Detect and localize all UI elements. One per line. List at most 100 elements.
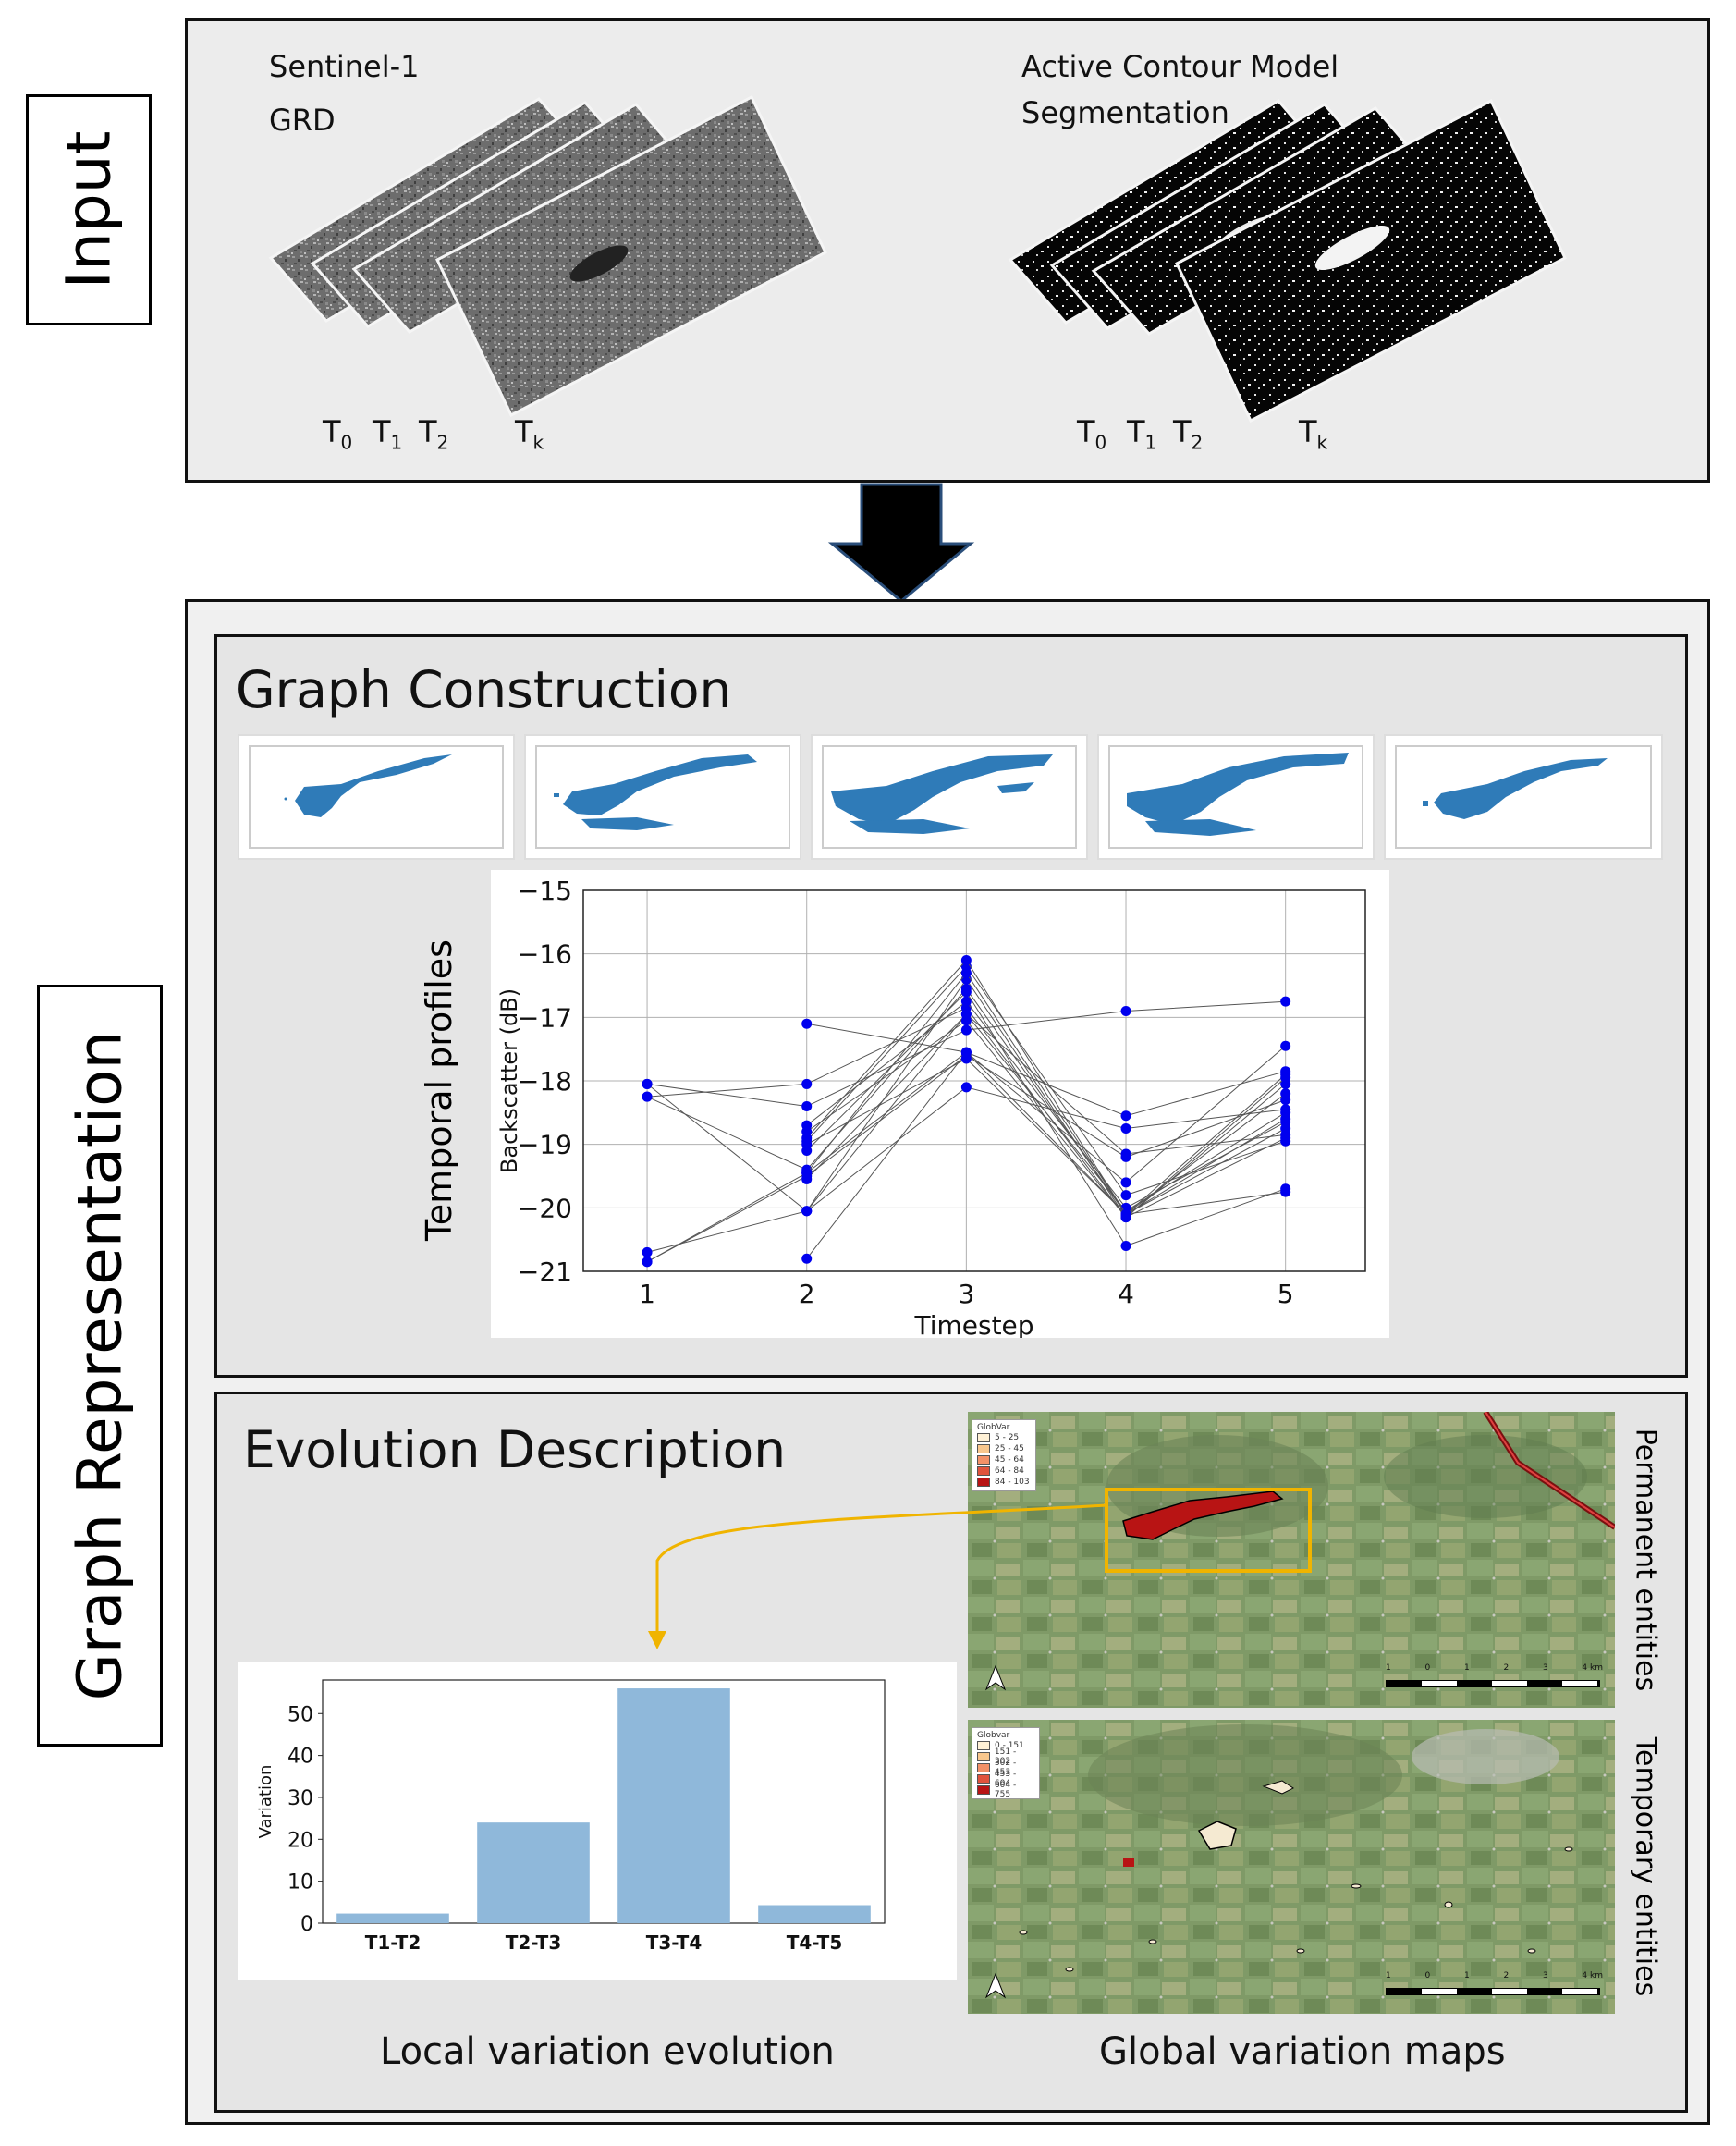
- profile-point: [1120, 1190, 1131, 1201]
- profile-line: [806, 959, 1287, 1215]
- sentinel-title-line1: Sentinel-1: [269, 49, 420, 84]
- input-side-label: Input: [53, 130, 125, 289]
- profile-point: [642, 1257, 653, 1268]
- y-tick-label: −20: [518, 1193, 572, 1223]
- profile-line: [806, 1058, 1286, 1215]
- graph-thumbnail-1: [238, 734, 515, 860]
- seg-frame-tk: [1175, 98, 1567, 423]
- sar-tick-t2: T2: [419, 414, 449, 454]
- temporary-entities-map: Globvar 0 - 151 151 - 302 302 - 453 453 …: [968, 1720, 1615, 2014]
- sentinel-title-line2: GRD: [269, 103, 336, 138]
- profile-point: [642, 1091, 653, 1102]
- profile-point: [1120, 1177, 1131, 1188]
- profile-point: [801, 1139, 813, 1150]
- profile-point: [801, 1206, 813, 1217]
- profile-point: [801, 1168, 813, 1179]
- legend-permanent-row: 25 - 45: [977, 1443, 1031, 1454]
- profile-point: [1280, 1073, 1291, 1084]
- profile-point: [960, 987, 972, 998]
- sar-frame-tk: [435, 94, 827, 418]
- evolution-description-title: Evolution Description: [243, 1420, 787, 1479]
- graph-thumbnail-3: [811, 734, 1088, 860]
- profile-point: [960, 967, 972, 978]
- y-axis-label: Backscatter (dB): [496, 988, 522, 1173]
- sar-tick-t0: T0: [323, 414, 353, 454]
- legend-permanent: GlobVar 5 - 25 25 - 45 45 - 64 64 - 84 8…: [972, 1419, 1036, 1491]
- graph-representation-side-label: Graph Representation: [64, 1030, 136, 1701]
- profile-point: [960, 955, 972, 966]
- legend-temporary-row: 453 - 604: [977, 1770, 1034, 1788]
- graph-thumbnail-5: [1384, 734, 1663, 860]
- legend-permanent-row: 5 - 25: [977, 1432, 1031, 1443]
- bar-y-tick-label: 20: [287, 1829, 313, 1852]
- x-tick-label: 3: [958, 1279, 974, 1309]
- profile-point: [960, 996, 972, 1007]
- profile-point: [801, 1126, 813, 1137]
- acm-title-line1: Active Contour Model: [1021, 49, 1339, 84]
- plot-frame: [582, 889, 1366, 1272]
- profile-point: [960, 1015, 972, 1026]
- legend-permanent-row: 45 - 64: [977, 1454, 1031, 1465]
- input-panel: Sentinel-1 GRD Active Contour Model Segm…: [185, 18, 1710, 483]
- bar-y-tick-label: 50: [287, 1703, 313, 1726]
- profile-point: [1280, 1040, 1291, 1051]
- map-temporary-image: [968, 1720, 1615, 2014]
- seg-tick-t0: T0: [1077, 414, 1107, 454]
- y-tick-label: −18: [518, 1066, 572, 1097]
- profile-line: [806, 1086, 1286, 1212]
- legend-temporary: Globvar 0 - 151 151 - 302 302 - 453 453 …: [972, 1727, 1040, 1799]
- bar-y-tick-label: 40: [287, 1746, 313, 1769]
- variation-bar: [758, 1905, 871, 1923]
- profile-point: [642, 1246, 653, 1257]
- graph-thumbnail-4: [1097, 734, 1375, 860]
- profile-point: [801, 1018, 813, 1029]
- temporal-profiles-label: Temporal profiles: [419, 939, 459, 1241]
- profile-point: [801, 1078, 813, 1089]
- seg-tick-t1: T1: [1127, 414, 1157, 454]
- legend-temporary-row: 151 - 302: [977, 1747, 1034, 1766]
- connector-arrow: [648, 1503, 1107, 1649]
- sar-image-stack: [268, 94, 1567, 423]
- x-tick-label: 5: [1278, 1279, 1294, 1309]
- global-variation-caption: Global variation maps: [1099, 2030, 1506, 2073]
- legend-temporary-row: 604 - 755: [977, 1781, 1034, 1799]
- profile-line: [806, 965, 1286, 1196]
- profile-point: [960, 1053, 972, 1064]
- bar-plot-frame: [322, 1679, 886, 1924]
- profile-line: [806, 1000, 1286, 1208]
- legend-permanent-row: 64 - 84: [977, 1465, 1031, 1477]
- bar-y-tick-label: 10: [287, 1871, 313, 1895]
- profile-point: [801, 1100, 813, 1111]
- bar-y-axis-label: Variation: [256, 1765, 275, 1839]
- y-tick-label: −17: [518, 1002, 572, 1033]
- profile-point: [1120, 1123, 1131, 1134]
- profile-point: [1120, 1208, 1131, 1220]
- profile-point: [1120, 1241, 1131, 1252]
- variation-bar: [617, 1688, 730, 1923]
- graph-representation-side-label-box: Graph Representation: [37, 985, 163, 1747]
- profile-point: [1280, 996, 1291, 1007]
- profile-line: [806, 1020, 1287, 1219]
- x-tick-label: 1: [639, 1279, 655, 1309]
- sar-tick-tk: Tk: [515, 414, 544, 454]
- temporal-profiles-side-box: Temporal profiles: [402, 877, 476, 1303]
- input-side-label-box: Input: [26, 94, 152, 325]
- profile-line: [806, 1023, 1287, 1183]
- bar-y-tick-label: 30: [287, 1787, 313, 1810]
- y-tick-label: −16: [518, 939, 572, 970]
- bar-category-label: T3-T4: [646, 1931, 702, 1954]
- legend-permanent-row: 84 - 103: [977, 1477, 1031, 1488]
- local-variation-caption: Local variation evolution: [380, 2030, 835, 2073]
- bar-category-label: T2-T3: [506, 1931, 561, 1954]
- map-permanent-image: [968, 1412, 1615, 1708]
- bar-category-label: T4-T5: [787, 1931, 842, 1954]
- x-tick-label: 2: [799, 1279, 815, 1309]
- profile-line: [806, 972, 1286, 1215]
